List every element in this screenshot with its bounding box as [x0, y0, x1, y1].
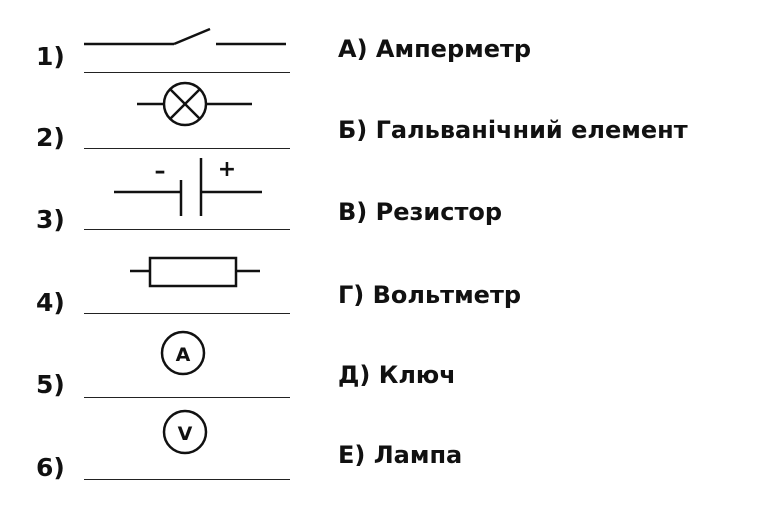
- voltmeter-letter: V: [178, 423, 193, 445]
- item-number-5: 5): [36, 370, 65, 399]
- galvanic-cell-icon: [114, 158, 262, 216]
- plus-sign: +: [218, 157, 236, 182]
- answer-option-v: В) Резистор: [338, 198, 503, 226]
- ammeter-letter: A: [176, 344, 191, 366]
- lamp-icon: [137, 81, 252, 127]
- ammeter-icon: [160, 330, 206, 376]
- answer-option-g: Г) Вольтметр: [338, 281, 522, 309]
- answer-line-3[interactable]: [84, 229, 290, 230]
- answer-line-1[interactable]: [84, 72, 290, 73]
- answer-line-4[interactable]: [84, 313, 290, 314]
- answer-line-2[interactable]: [84, 148, 290, 149]
- switch-icon: [84, 27, 286, 46]
- item-number-2: 2): [36, 123, 65, 152]
- answer-option-b: Б) Гальванічний елемент: [338, 116, 688, 144]
- answer-line-6[interactable]: [84, 479, 290, 480]
- resistor-icon: [130, 256, 260, 288]
- answer-line-5[interactable]: [84, 397, 290, 398]
- item-number-6: 6): [36, 453, 65, 482]
- item-number-1: 1): [36, 42, 65, 71]
- answer-option-e: Е) Лампа: [338, 441, 463, 469]
- minus-sign: –: [155, 159, 166, 184]
- item-number-3: 3): [36, 205, 65, 234]
- item-number-4: 4): [36, 288, 65, 317]
- answer-option-a: А) Амперметр: [338, 35, 532, 63]
- answer-option-d: Д) Ключ: [338, 361, 456, 389]
- voltmeter-icon: [162, 409, 208, 455]
